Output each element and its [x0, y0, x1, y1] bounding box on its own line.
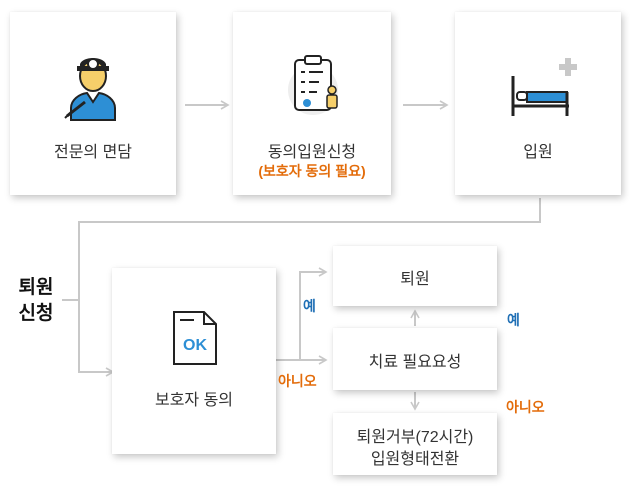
guardian-consent-label: 보호자 동의	[154, 392, 234, 409]
hospital-bed-icon	[507, 50, 579, 122]
guardian-consent-card: OK 보호자 동의	[112, 268, 276, 454]
discharge-request-line1: 퇴원	[18, 277, 54, 298]
branch-yes-label-2: 예	[507, 312, 520, 328]
step-consult-card: 전문의 면담	[10, 12, 176, 195]
outcome-refusal-line1: 퇴원거부(72시간)	[356, 429, 474, 446]
doctor-icon	[63, 50, 123, 122]
step-apply-label: 동의입원신청	[267, 144, 357, 161]
outcome-discharge-card: 퇴원	[333, 246, 497, 306]
step-apply-note: (보호자 동의 필요)	[258, 163, 366, 179]
step-apply-card: 동의입원신청 (보호자 동의 필요)	[233, 12, 391, 195]
branch-no-label: 아니오	[278, 373, 317, 389]
outcome-treatment-label: 치료 필요요성	[368, 354, 462, 371]
outcome-treatment-card: 치료 필요요성	[333, 328, 497, 390]
outcome-refusal-line2: 입원형태전환	[370, 451, 460, 468]
ok-icon-text: OK	[183, 337, 207, 354]
branch-trunk	[276, 267, 328, 361]
step-admit-label: 입원	[523, 144, 553, 161]
branch-no-label-2: 아니오	[506, 399, 545, 415]
discharge-request-title: 퇴원 신청	[10, 275, 62, 327]
clipboard-icon	[287, 52, 343, 122]
step-consult-label: 전문의 면담	[53, 144, 133, 161]
step-admit-card: 입원	[455, 12, 621, 195]
outcome-refusal-card: 퇴원거부(72시간) 입원형태전환	[333, 413, 497, 475]
ok-document-icon: OK	[172, 310, 218, 366]
discharge-request-line2: 신청	[18, 303, 54, 324]
branch-yes-label: 예	[303, 298, 316, 314]
outcome-discharge-label: 퇴원	[400, 271, 430, 288]
